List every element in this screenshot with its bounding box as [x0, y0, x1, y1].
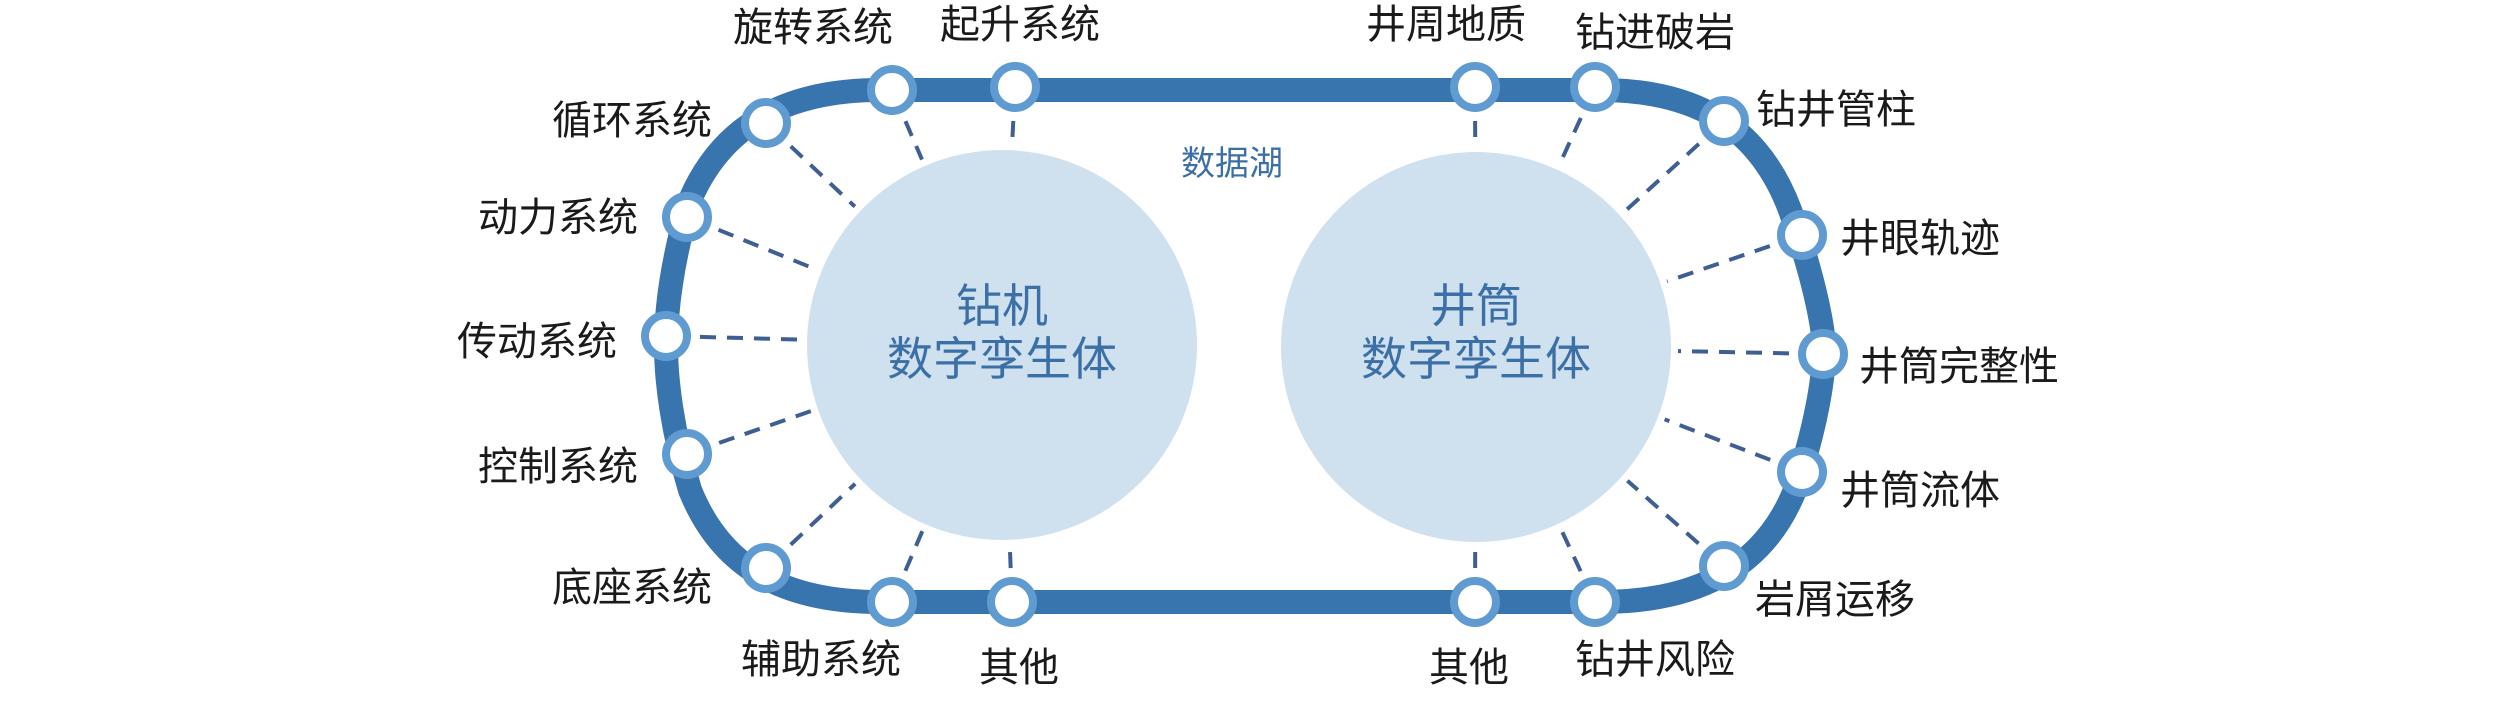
connector-line [1663, 417, 1771, 462]
node-rig_nodes [867, 577, 917, 627]
connector-line [1626, 479, 1700, 545]
node-label: 底座系统 [552, 565, 712, 611]
connector-line [1666, 244, 1771, 284]
data-lake-label: 数据湖 [1181, 144, 1283, 184]
well-twin-circle [1281, 152, 1671, 542]
node-label: 辅助系统 [741, 637, 901, 683]
node-rig_nodes [641, 311, 691, 361]
nodes [641, 62, 1848, 627]
node-label: 井筒流体 [1840, 468, 2000, 514]
connector-line [789, 144, 857, 209]
node-well_nodes [1450, 577, 1500, 627]
node-rig_nodes [662, 192, 712, 242]
node-label: 井筒完整性 [1859, 344, 2059, 390]
node-rig_nodes [662, 429, 712, 479]
node-label: 动力系统 [478, 195, 638, 241]
node-well_nodes [1798, 329, 1848, 379]
connector-line [903, 120, 924, 161]
node-rig_nodes [867, 65, 917, 115]
node-rig_nodes [741, 98, 791, 148]
node-rig_nodes [987, 577, 1037, 627]
connector-line [903, 529, 925, 572]
node-label: 传动系统 [457, 319, 617, 365]
node-label: 钻井管柱 [1756, 87, 1916, 133]
node-well_nodes [1570, 62, 1620, 112]
node-well_nodes [1777, 210, 1827, 260]
rig-twin-circle [807, 150, 1197, 540]
connector-line [1559, 529, 1583, 573]
node-label: 钻进破岩 [1575, 10, 1735, 56]
node-label: 井周地质 [1366, 2, 1526, 48]
connector-line [699, 334, 801, 342]
node-label: 钻井风险 [1575, 637, 1735, 683]
connector-line [1007, 546, 1013, 569]
node-label: 控制系统 [478, 444, 638, 490]
well-twin-title: 井筒 [1430, 279, 1522, 333]
connector-lines [699, 117, 1790, 573]
connector-line [1677, 349, 1790, 356]
connector-line [718, 409, 812, 445]
connector-line [717, 227, 816, 271]
node-rig_nodes [741, 543, 791, 593]
node-label: 岩屑运移 [1755, 577, 1915, 623]
node-rig_nodes [990, 62, 1040, 112]
connector-line [789, 482, 857, 547]
node-well_nodes [1699, 541, 1749, 591]
node-label: 旋转系统 [733, 5, 893, 51]
rig-twin-subtitle: 数字孪生体 [887, 332, 1117, 386]
well-twin-subtitle: 数字孪生体 [1361, 332, 1591, 386]
node-well_nodes [1699, 96, 1749, 146]
node-label: 井眼轨迹 [1840, 216, 2000, 262]
node-label: 其他 [979, 645, 1059, 691]
node-well_nodes [1570, 577, 1620, 627]
node-well_nodes [1450, 62, 1500, 112]
connector-line [1623, 142, 1701, 213]
connector-line [1558, 117, 1583, 165]
node-label: 起升系统 [940, 2, 1100, 48]
rig-twin-title: 钻机 [956, 279, 1048, 333]
node-label: 循环系统 [552, 98, 712, 144]
node-well_nodes [1777, 447, 1827, 497]
node-label: 其他 [1429, 645, 1509, 691]
connector-line [1010, 120, 1016, 144]
